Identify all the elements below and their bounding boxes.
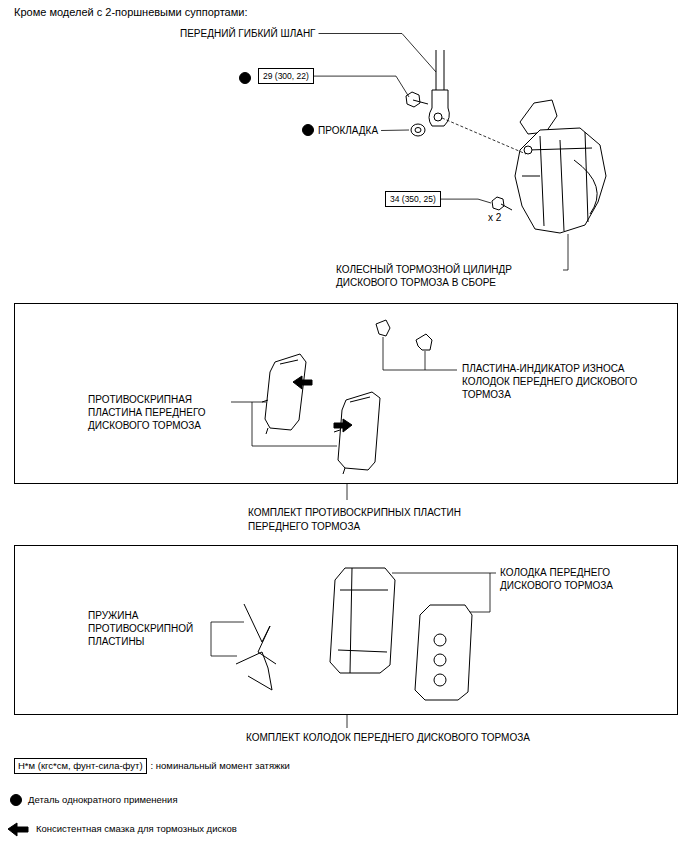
anti-squeal-spring [236, 652, 272, 690]
kit-caption: КОМПЛЕКТ ПРОТИВОСКРИПНЫХ ПЛАСТИН ПЕРЕДНЕ… [248, 506, 510, 533]
part-name: ПРОТИВОСКРИПНАЯ ПЛАСТИНА ПЕРЕДНЕГО ДИСКО… [88, 393, 228, 432]
union-bolt [406, 92, 420, 107]
leader-line [211, 622, 237, 656]
box-text: 34 (350, 25) [390, 194, 436, 204]
legend-dot [11, 795, 22, 806]
torque-spec: 29 (300, 22) [258, 68, 314, 84]
grease-arrow [293, 376, 312, 389]
leader-line [425, 351, 426, 370]
assembly-line [442, 118, 526, 154]
anti-squeal-spring [244, 604, 276, 664]
grease-arrow [334, 419, 352, 432]
leader-line [231, 402, 266, 403]
anti-squeal-shim [265, 354, 306, 430]
wear-indicator [376, 320, 390, 336]
quantity: x 2 [488, 211, 501, 224]
anti-squeal-shim-edge [262, 360, 298, 434]
part-name: ПЕРЕДНИЙ ГИБКИЙ ШЛАНГ [180, 27, 316, 40]
part-name: ПЛАСТИНА-ИНДИКАТОР ИЗНОСА КОЛОДОК ПЕРЕДН… [462, 362, 656, 401]
caliper-detail [522, 132, 597, 231]
leader-line [563, 234, 568, 270]
leader-line [211, 622, 244, 623]
hose-fitting-hole [434, 113, 442, 121]
caliper-body [515, 128, 606, 233]
anti-squeal-shim-edge [334, 397, 370, 474]
hose-fitting [429, 90, 449, 126]
torque-spec: 34 (350, 25) [385, 191, 441, 207]
leader-line [381, 130, 409, 132]
leader-line [252, 402, 337, 446]
caliper-bolt [492, 197, 504, 210]
caliper-inlet [524, 146, 532, 154]
part-name: КОЛОДКА ПЕРЕДНЕГО ДИСКОВОГО ТОРМОЗА [500, 566, 640, 592]
legend-text: : номинальный момент затяжки [151, 760, 290, 772]
legend-arrow [8, 823, 28, 836]
kit-caption: КОМПЛЕКТ КОЛОДОК ПЕРЕДНЕГО ДИСКОВОГО ТОР… [246, 731, 626, 745]
leader-line [441, 199, 491, 203]
caliper-bolt-shaft [501, 204, 512, 210]
leader-line [314, 76, 409, 97]
wear-indicator [416, 334, 432, 350]
leader-line [383, 337, 457, 370]
leader-line [392, 573, 496, 574]
caliper-bracket [520, 100, 557, 134]
legend-text: Консистентная смазка для тормозных диско… [36, 823, 237, 835]
part-name: ПРУЖИНА ПРОТИВОСКРИПНОЙ ПЛАСТИНЫ [88, 609, 206, 648]
leader-line [319, 34, 436, 73]
brake-pad [330, 568, 395, 673]
brake-pad [415, 605, 472, 700]
leader-line [470, 573, 490, 612]
diagram-title: Кроме моделей с 2-поршневыми суппортами: [14, 5, 248, 19]
legend-text: Деталь однократного применения [28, 794, 178, 806]
single-use-dot [303, 125, 314, 136]
legend-torque-box: Н*м (кгс*см, фунт-сила-фут) [14, 758, 147, 774]
single-use-dot [240, 73, 251, 84]
union-bolt-shaft [413, 100, 428, 104]
part-name: КОЛЕСНЫЙ ТОРМОЗНОЙ ЦИЛИНДР ДИСКОВОГО ТОР… [336, 263, 560, 289]
brake-pad-hole [434, 634, 446, 686]
gasket [411, 124, 425, 136]
part-name: ПРОКЛАДКА [318, 124, 378, 137]
brake-pad-detail [338, 568, 388, 673]
leader-line [347, 484, 348, 500]
brake-hose [436, 50, 444, 92]
box-text: Н*м (кгс*см, фунт-сила-фут) [18, 760, 143, 772]
leader-line [347, 715, 348, 728]
kit-panel: КОМПЛЕКТ ПРОТИВОСКРИПНЫХ ПЛАСТИН ПЕРЕДНЕ… [14, 303, 678, 484]
box-text: 29 (300, 22) [263, 71, 309, 81]
